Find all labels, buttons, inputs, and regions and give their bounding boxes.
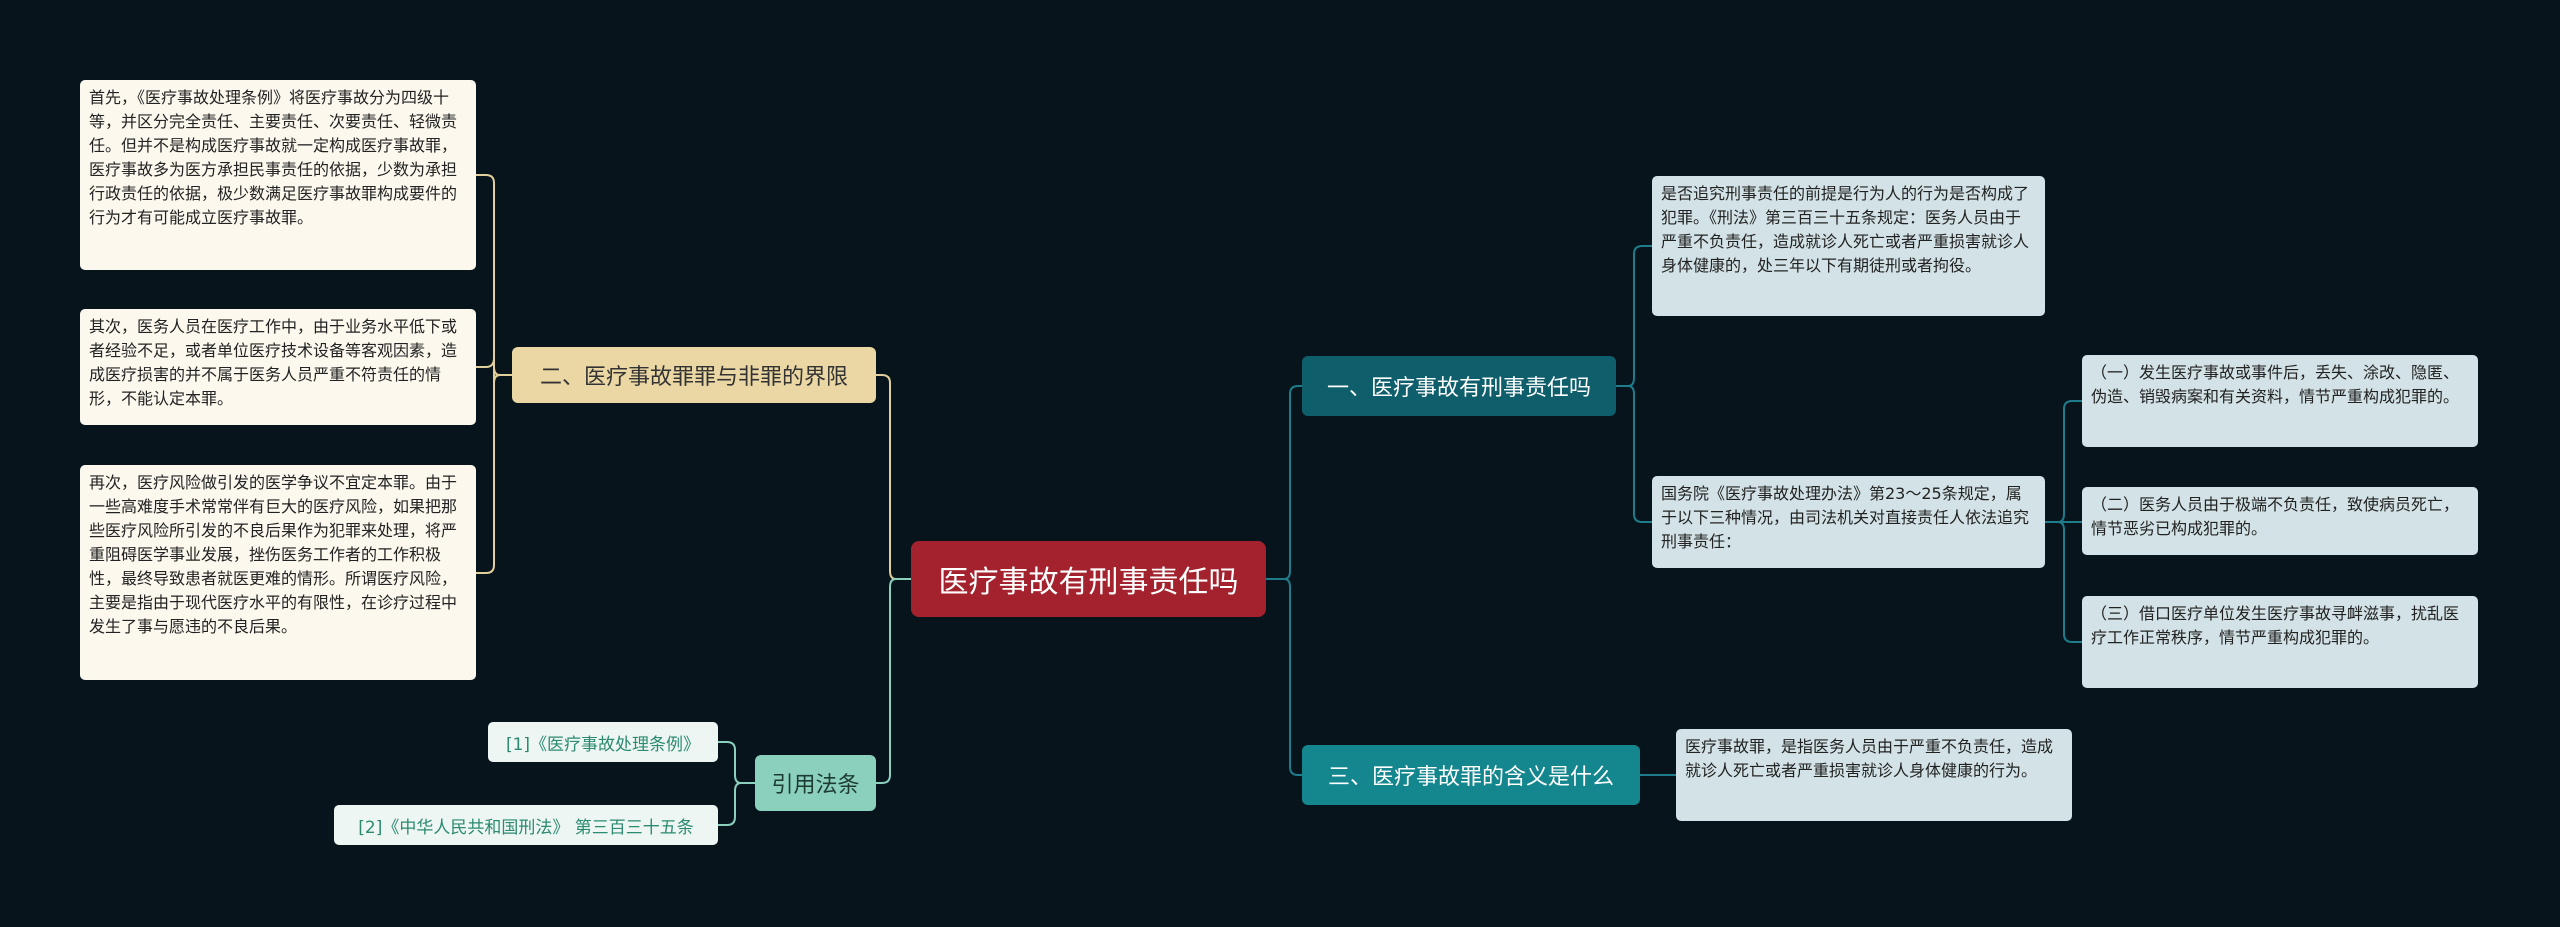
connector-root-b2 <box>876 374 911 580</box>
leaf-situation-1[interactable]: （一）发生医疗事故或事件后，丢失、涂改、隐匿、伪造、销毁病案和有关资料，情节严重… <box>2082 355 2478 447</box>
leaf-text: 其次，医务人员在医疗工作中，由于业务水平低下或者经验不足，或者单位医疗技术设备等… <box>89 317 458 408</box>
branch-references[interactable]: 引用法条 <box>755 755 876 811</box>
leaf-text: 医疗事故罪，是指医务人员由于严重不负责任，造成就诊人死亡或者严重损害就诊人身体健… <box>1685 737 2054 780</box>
branch-crime-definition[interactable]: 三、医疗事故罪的含义是什么 <box>1302 745 1640 805</box>
reference-link-1[interactable]: [1]《医疗事故处理条例》 <box>488 722 718 762</box>
connector-b1-n1 <box>1616 245 1652 387</box>
leaf-situation-2[interactable]: （二）医务人员由于极端不负责任，致使病员死亡，情节恶劣已构成犯罪的。 <box>2082 487 2478 555</box>
connector-b2-item3 <box>476 374 512 574</box>
leaf-crime-definition[interactable]: 医疗事故罪，是指医务人员由于严重不负责任，造成就诊人死亡或者严重损害就诊人身体健… <box>1676 729 2072 821</box>
leaf-state-council-measures[interactable]: 国务院《医疗事故处理办法》第23～25条规定，属于以下三种情况，由司法机关对直接… <box>1652 476 2045 568</box>
connector-refs-item1 <box>718 741 755 784</box>
leaf-boundary-third[interactable]: 再次，医疗风险做引发的医学争议不宜定本罪。由于一些高难度手术常常伴有巨大的医疗风… <box>80 465 476 680</box>
reference-link-2[interactable]: [2]《中华人民共和国刑法》 第三百三十五条 <box>334 805 718 845</box>
root-topic[interactable]: 医疗事故有刑事责任吗 <box>911 541 1266 617</box>
connector-root-b3 <box>1266 578 1302 776</box>
leaf-criminal-prerequisite[interactable]: 是否追究刑事责任的前提是行为人的行为是否构成了犯罪。《刑法》第三百三十五条规定：… <box>1652 176 2045 316</box>
leaf-text: （一）发生医疗事故或事件后，丢失、涂改、隐匿、伪造、销毁病案和有关资料，情节严重… <box>2091 363 2460 406</box>
leaf-text: （三）借口医疗单位发生医疗事故寻衅滋事，扰乱医疗工作正常秩序，情节严重构成犯罪的… <box>2091 604 2460 647</box>
branch-criminal-liability[interactable]: 一、医疗事故有刑事责任吗 <box>1302 356 1616 416</box>
leaf-boundary-second[interactable]: 其次，医务人员在医疗工作中，由于业务水平低下或者经验不足，或者单位医疗技术设备等… <box>80 309 476 425</box>
connector-root-refs <box>876 578 911 784</box>
leaf-text: 再次，医疗风险做引发的医学争议不宜定本罪。由于一些高难度手术常常伴有巨大的医疗风… <box>89 473 458 636</box>
connector-refs-item2 <box>718 782 755 826</box>
connector-root-b1 <box>1266 385 1302 580</box>
connector-b2-item1 <box>476 174 512 376</box>
connector-n2-item1 <box>2045 400 2082 523</box>
branch-crime-boundary[interactable]: 二、医疗事故罪罪与非罪的界限 <box>512 347 876 403</box>
leaf-text: 是否追究刑事责任的前提是行为人的行为是否构成了犯罪。《刑法》第三百三十五条规定：… <box>1661 184 2030 275</box>
leaf-text: （二）医务人员由于极端不负责任，致使病员死亡，情节恶劣已构成犯罪的。 <box>2091 495 2460 538</box>
leaf-text: 国务院《医疗事故处理办法》第23～25条规定，属于以下三种情况，由司法机关对直接… <box>1661 484 2030 551</box>
leaf-situation-3[interactable]: （三）借口医疗单位发生医疗事故寻衅滋事，扰乱医疗工作正常秩序，情节严重构成犯罪的… <box>2082 596 2478 688</box>
leaf-text: 首先，《医疗事故处理条例》将医疗事故分为四级十等，并区分完全责任、主要责任、次要… <box>89 88 458 227</box>
connector-n2-item3 <box>2045 521 2082 643</box>
leaf-boundary-first[interactable]: 首先，《医疗事故处理条例》将医疗事故分为四级十等，并区分完全责任、主要责任、次要… <box>80 80 476 270</box>
connector-b1-n2 <box>1616 385 1652 523</box>
